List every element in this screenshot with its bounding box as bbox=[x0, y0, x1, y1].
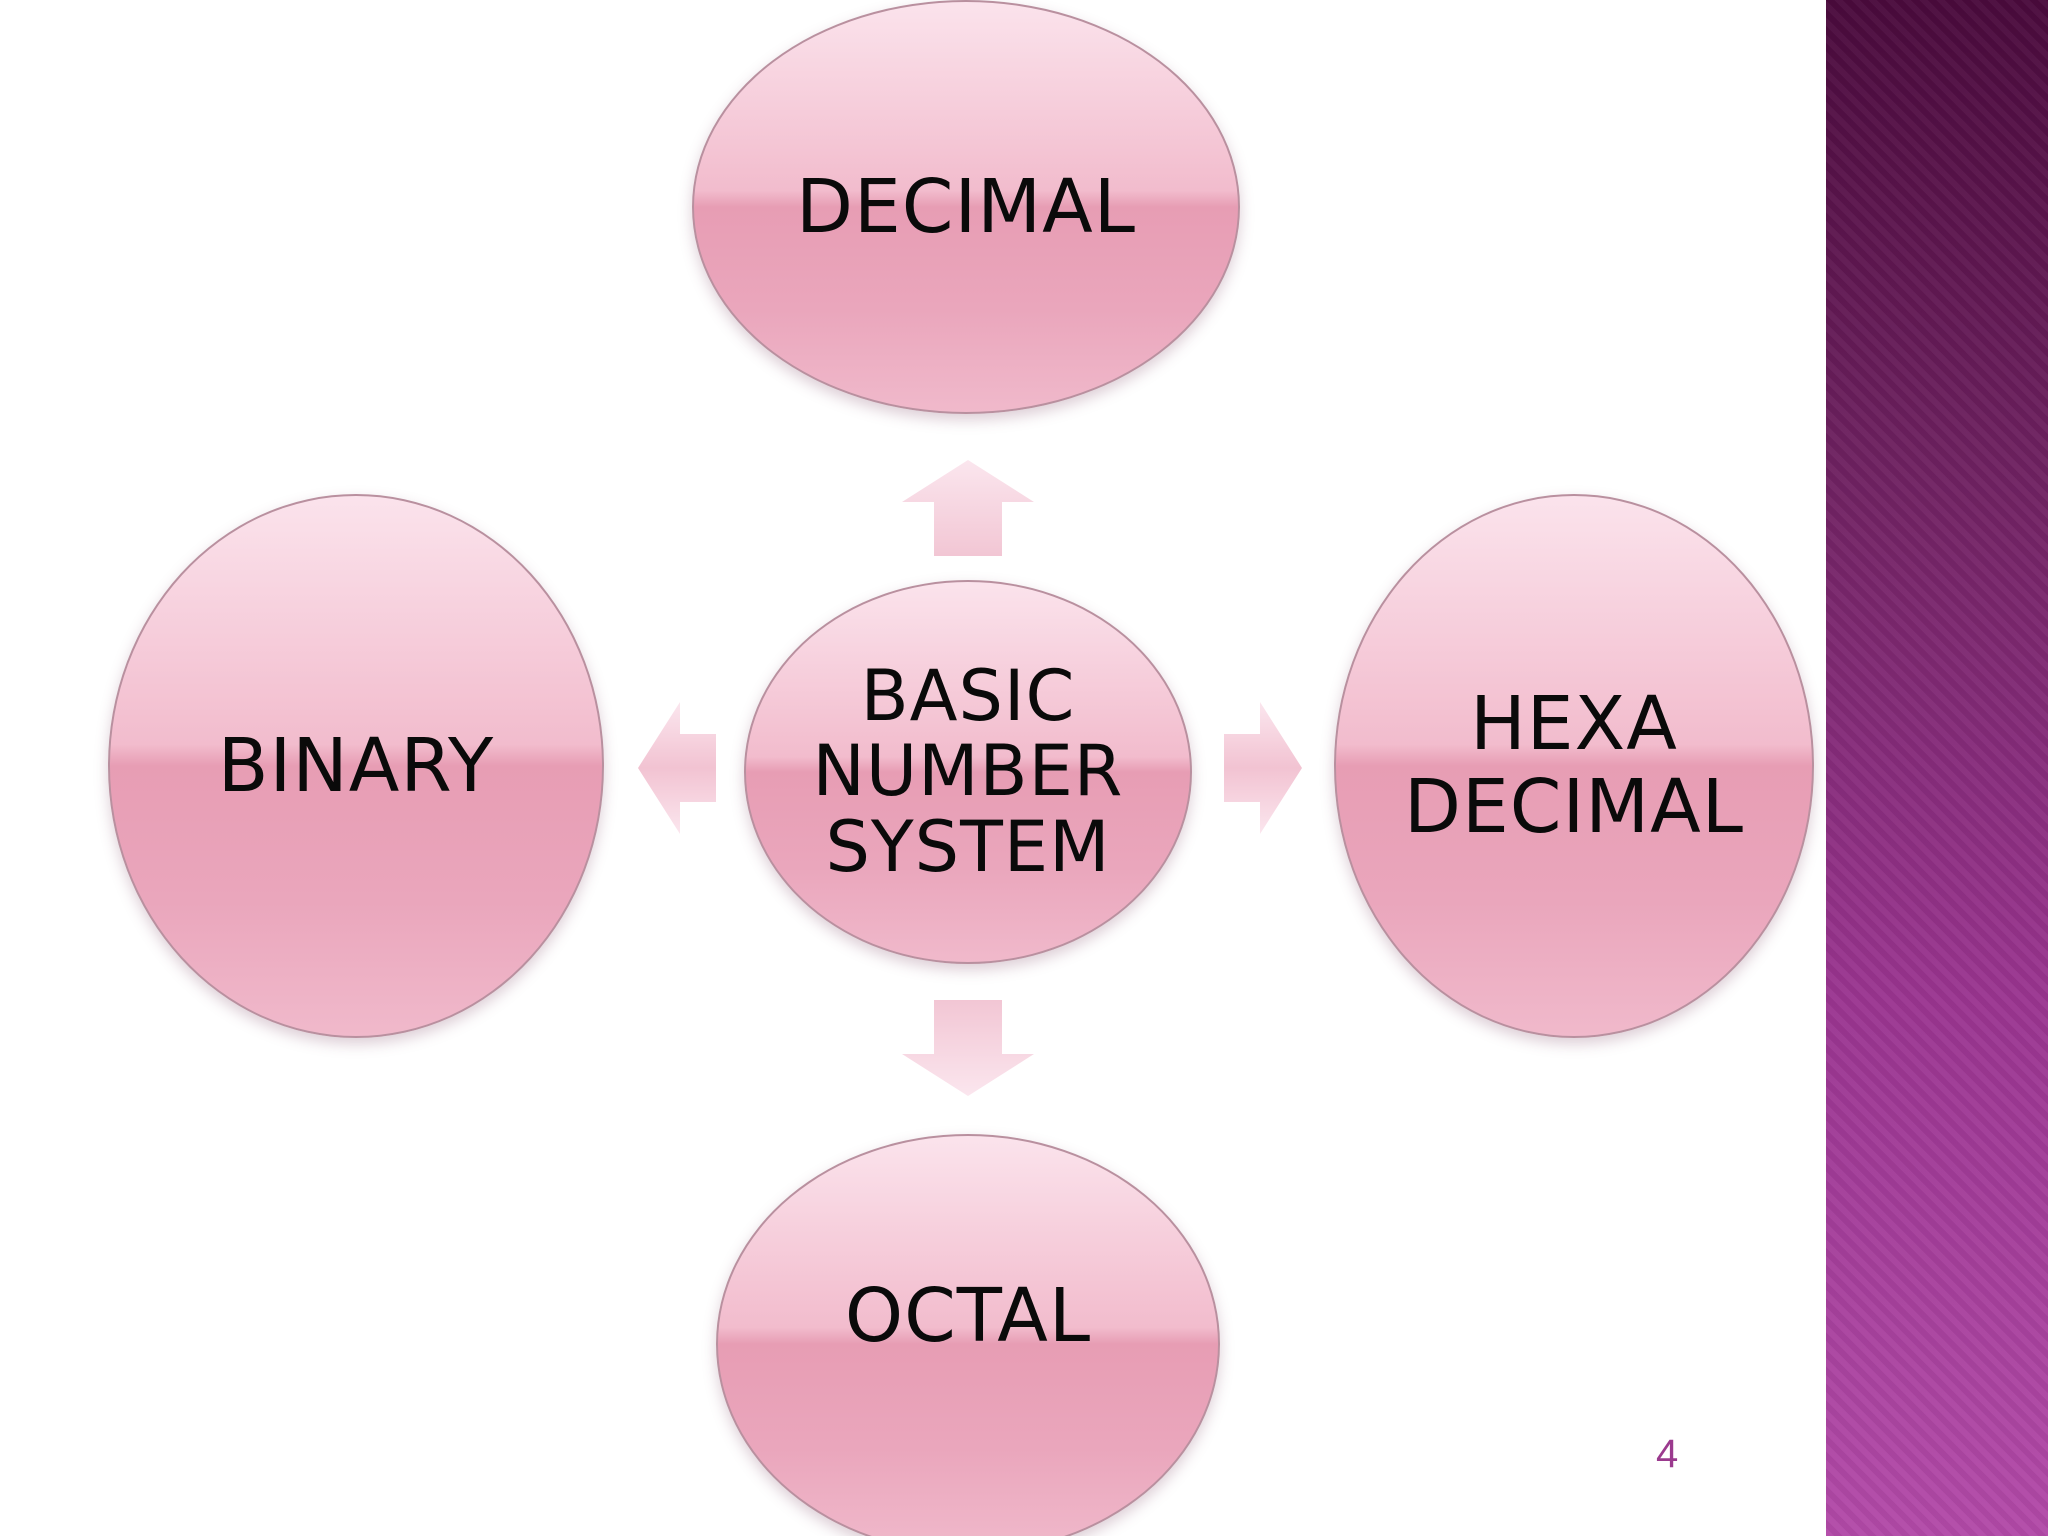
page-number: 4 bbox=[1656, 1432, 1679, 1476]
node-hexa-label-2: DECIMAL bbox=[1404, 764, 1744, 850]
arrow-right-icon bbox=[1224, 702, 1302, 834]
node-binary-label-1: BINARY bbox=[217, 722, 495, 809]
node-octal: OCTAL bbox=[716, 1134, 1220, 1536]
node-decimal: DECIMAL bbox=[692, 0, 1240, 414]
node-center-label-2: NUMBER bbox=[812, 730, 1124, 813]
arrow-up-icon bbox=[902, 460, 1034, 556]
node-octal-label-1: OCTAL bbox=[844, 1272, 1092, 1359]
arrow-left-icon bbox=[638, 702, 716, 834]
node-hexa-decimal: HEXA DECIMAL bbox=[1334, 494, 1814, 1038]
arrow-down-icon bbox=[902, 1000, 1034, 1096]
node-center-label-3: SYSTEM bbox=[825, 805, 1111, 888]
decorative-sidebar bbox=[1826, 0, 2048, 1536]
node-hexa-label-1: HEXA bbox=[1470, 681, 1678, 768]
node-decimal-label-1: DECIMAL bbox=[796, 163, 1136, 250]
node-basic-number-system: BASIC NUMBER SYSTEM bbox=[744, 580, 1192, 964]
node-binary: BINARY bbox=[108, 494, 604, 1038]
node-center-label-1: BASIC bbox=[860, 654, 1076, 737]
